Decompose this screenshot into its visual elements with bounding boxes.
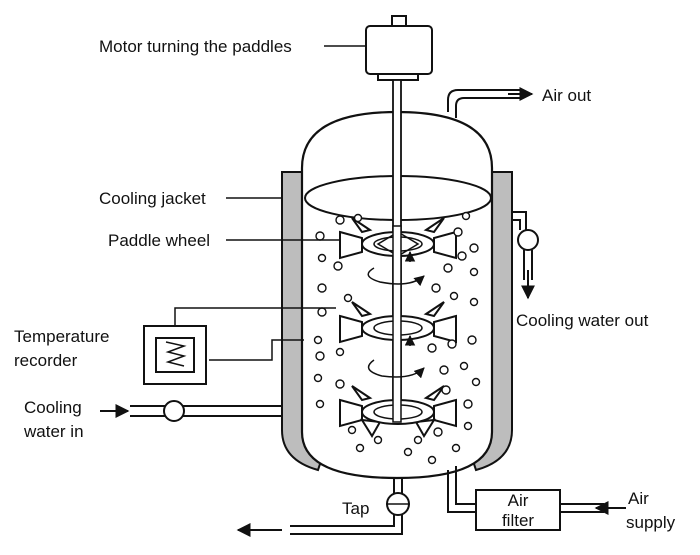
- tap-outlet: [236, 478, 410, 537]
- temperature-recorder: [143, 307, 304, 385]
- air-supply-label-1: Air: [628, 489, 649, 508]
- tap-label: Tap: [342, 499, 369, 518]
- cooling-water-out-label: Cooling water out: [516, 311, 649, 330]
- air-filter-label-1: Air: [508, 491, 529, 510]
- cooling-water-out-pipe: [512, 211, 539, 300]
- motor: [365, 15, 433, 81]
- air-out-pipe: [447, 89, 520, 118]
- air-out-label: Air out: [542, 86, 591, 105]
- temperature-recorder-label-2: recorder: [14, 351, 78, 370]
- air-supply-label-2: supply: [626, 513, 676, 532]
- temperature-recorder-label-1: Temperature: [14, 327, 109, 346]
- paddle-wheel-label: Paddle wheel: [108, 231, 210, 250]
- air-bubbles: [313, 211, 481, 465]
- cooling-water-in-pipe: [100, 400, 282, 422]
- mixing-swirls: [367, 250, 425, 379]
- air-filter-label-2: filter: [502, 511, 534, 530]
- motor-label: Motor turning the paddles: [99, 37, 292, 56]
- cooling-water-in-label-2: water in: [23, 422, 84, 441]
- cooling-jacket-label: Cooling jacket: [99, 189, 206, 208]
- cooling-water-in-label-1: Cooling: [24, 398, 82, 417]
- air-supply-line: [447, 466, 626, 531]
